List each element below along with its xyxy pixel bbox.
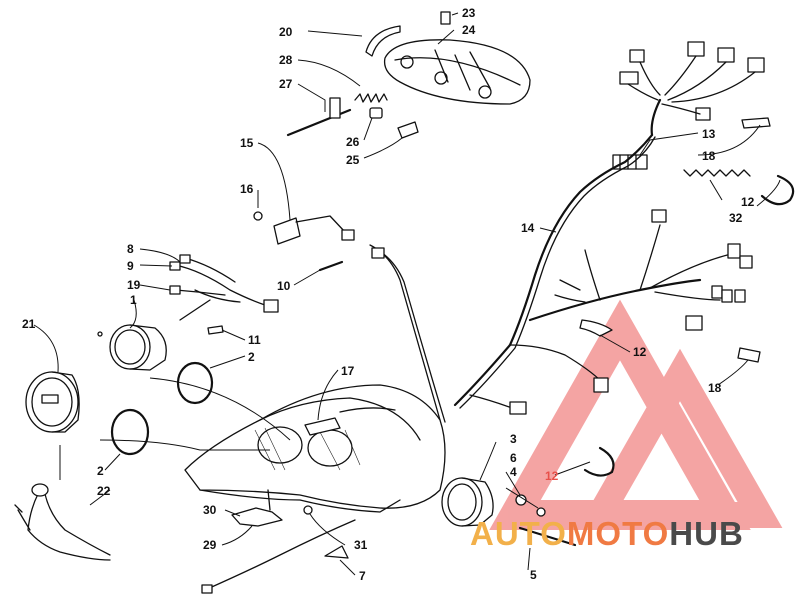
label-10: 10 <box>277 279 291 293</box>
bolt-27 <box>286 108 352 137</box>
headlight-pod <box>383 39 531 105</box>
gauge-1 <box>97 324 167 371</box>
label-4: 4 <box>510 465 517 479</box>
label-26: 26 <box>346 135 360 149</box>
label-8: 8 <box>127 242 134 256</box>
speedometer-21 <box>25 371 80 433</box>
watermark-auto: AUTO <box>470 515 567 552</box>
label-9: 9 <box>127 259 134 273</box>
label-18-top: 18 <box>702 149 716 163</box>
leader-lines <box>33 12 781 576</box>
clamp-12-top <box>760 174 795 206</box>
dash-panel-17 <box>184 384 446 513</box>
trim-strip-20 <box>365 25 401 57</box>
bracket-30-29 <box>231 507 283 527</box>
label-25: 25 <box>346 153 360 167</box>
clamp-12-lower <box>583 446 615 477</box>
label-7: 7 <box>359 569 366 583</box>
label-3: 3 <box>510 432 517 446</box>
label-1: 1 <box>130 293 137 307</box>
label-18-lower: 18 <box>708 381 722 395</box>
fastener-31 <box>303 505 313 515</box>
connector-cluster-top <box>619 41 765 137</box>
watermark-hub: HUB <box>669 515 744 552</box>
label-12-mid: 12 <box>633 345 647 359</box>
label-28: 28 <box>279 53 293 67</box>
label-23: 23 <box>462 6 476 20</box>
clip-23 <box>440 11 451 25</box>
nut-16 <box>253 211 263 221</box>
gauge-3 <box>441 477 494 527</box>
connector-18-lower <box>737 347 761 363</box>
label-13: 13 <box>702 127 716 141</box>
wire-harness-14 <box>369 133 656 423</box>
label-21: 21 <box>22 317 36 331</box>
label-22: 22 <box>97 484 111 498</box>
label-2-lower: 2 <box>97 464 104 478</box>
connector-18-top <box>741 117 771 129</box>
ring-2-upper <box>176 361 214 405</box>
label-5: 5 <box>530 568 537 582</box>
label-20: 20 <box>279 25 293 39</box>
spring-32 <box>683 169 751 177</box>
label-32: 32 <box>729 211 743 225</box>
spring-28 <box>354 93 388 103</box>
bolt-10 <box>318 260 344 272</box>
label-6: 6 <box>510 451 517 465</box>
watermark-text: AUTOMOTOHUB <box>470 515 795 565</box>
label-17: 17 <box>341 364 355 378</box>
label-11: 11 <box>248 333 261 347</box>
wire-lower <box>204 519 356 591</box>
clip-7 <box>324 545 349 559</box>
nut-26 <box>369 107 383 119</box>
label-31: 31 <box>354 538 368 552</box>
bolt-5 <box>518 526 577 547</box>
label-27: 27 <box>279 77 293 91</box>
bracket-25 <box>397 121 419 139</box>
ring-2-lower <box>110 408 150 456</box>
gauge-wiring <box>169 254 279 335</box>
label-29: 29 <box>203 538 217 552</box>
label-24: 24 <box>462 23 476 37</box>
bracket-15 <box>273 217 301 245</box>
label-16: 16 <box>240 182 254 196</box>
label-2-upper: 2 <box>248 350 255 364</box>
label-30: 30 <box>203 503 217 517</box>
label-14: 14 <box>521 221 535 235</box>
label-15: 15 <box>240 136 254 150</box>
nut-6 <box>536 507 546 517</box>
label-19: 19 <box>127 278 141 292</box>
cable-22 <box>14 483 111 561</box>
label-12-top: 12 <box>741 195 755 209</box>
label-12-lower: 12 <box>545 469 559 483</box>
watermark-moto: MOTO <box>566 515 670 552</box>
harness-branch-right <box>528 209 753 337</box>
watermark-logo <box>489 299 783 530</box>
